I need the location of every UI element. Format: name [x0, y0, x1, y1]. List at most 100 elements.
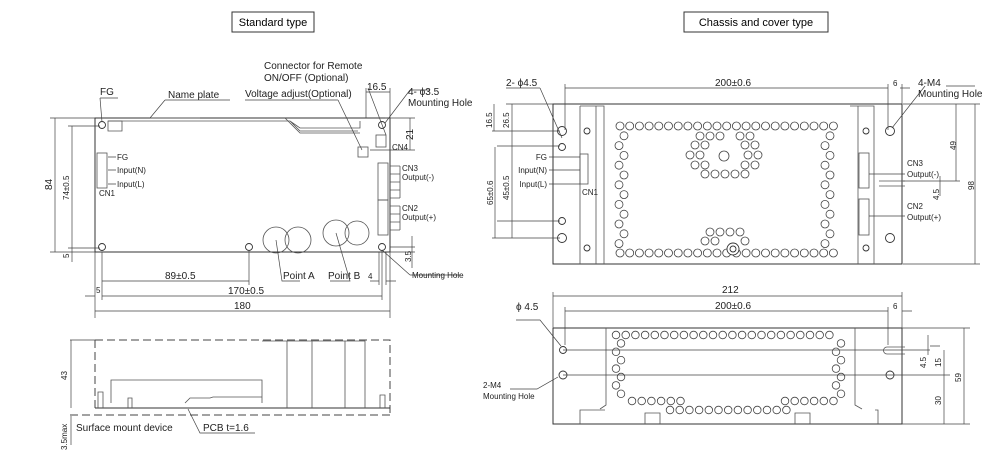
vent-hole — [705, 131, 715, 141]
vent-hole — [761, 121, 770, 131]
capacitor-point-b — [322, 219, 350, 247]
dim-74: 74±0.5 — [62, 175, 71, 200]
vent-hole — [644, 248, 654, 258]
vent-hole — [820, 239, 830, 249]
vent-hole — [831, 364, 841, 373]
vent-hole — [637, 396, 646, 406]
vent-hole — [625, 121, 635, 131]
standard-side-view: 43 3.5max Surface mount device PCB t=1.6 — [60, 339, 391, 450]
vent-hole — [796, 330, 805, 340]
vent-hole — [683, 121, 693, 131]
label-cn3-output: Output(-) — [402, 173, 434, 182]
vent-hole — [695, 150, 705, 160]
vent-hole — [767, 330, 776, 340]
vent-hole — [702, 248, 712, 258]
vent-hole — [776, 330, 786, 340]
vent-hole — [635, 121, 644, 131]
vent-hole — [790, 121, 799, 131]
dim-180: 180 — [234, 301, 251, 312]
vent-hole — [733, 405, 743, 415]
vent-hole — [679, 330, 689, 340]
title-chassis-type: Chassis and cover type — [683, 11, 829, 33]
vent-hole — [815, 330, 824, 340]
vent-hole — [836, 339, 846, 348]
side-dim-59: 59 — [954, 373, 963, 382]
vent-hole — [725, 227, 735, 237]
dim-43: 43 — [60, 371, 69, 380]
vent-hole — [700, 140, 710, 150]
vent-hole — [712, 248, 722, 258]
vent-hole — [616, 372, 626, 382]
vent-hole — [825, 330, 834, 340]
chassis-label-fg: FG — [536, 153, 547, 162]
vent-hole — [747, 330, 756, 340]
vent-hole — [673, 248, 683, 258]
dim-170: 170±0.5 — [228, 286, 265, 297]
vent-hole — [695, 131, 705, 141]
vent-hole — [831, 381, 841, 390]
vent-hole — [647, 396, 656, 406]
vent-hole — [836, 356, 846, 365]
chassis-dim-45: 45±0.5 — [502, 175, 511, 200]
vent-hole — [730, 169, 740, 179]
vent-hole — [654, 248, 664, 258]
dim-84: 84 — [44, 178, 55, 190]
vent-hole — [689, 330, 698, 340]
vent-hole — [809, 248, 819, 258]
vent-hole — [710, 169, 720, 179]
vent-hole — [790, 248, 799, 258]
chassis-label-cn2-output: Output(+) — [907, 213, 941, 222]
vent-hole — [710, 236, 720, 246]
vent-hole — [616, 356, 626, 365]
vent-hole — [715, 131, 725, 141]
label-cn2-output: Output(+) — [402, 213, 436, 222]
dim-89: 89±0.5 — [165, 271, 196, 282]
title-standard-type: Standard type — [231, 11, 315, 33]
vent-hole — [693, 121, 702, 131]
vent-hole — [751, 248, 761, 258]
cn1-connector — [96, 152, 108, 189]
label-remote-2: ON/OFF (Optional) — [264, 73, 348, 84]
dim-5-horizontal: 5 — [96, 286, 101, 295]
chassis-label-cn3: CN3 — [907, 159, 924, 168]
vent-hole — [615, 248, 625, 258]
chassis-dim-16-5: 16.5 — [485, 112, 494, 128]
vent-hole — [825, 150, 835, 160]
vent-hole — [627, 396, 637, 406]
vent-hole — [780, 396, 790, 406]
vent-hole — [615, 121, 625, 131]
vent-hole — [656, 396, 666, 406]
vent-hole — [708, 330, 718, 340]
label-fg: FG — [100, 87, 114, 98]
label-point-a: Point A — [283, 271, 315, 282]
dim-3-5: 3.5 — [404, 250, 413, 262]
label-cn1: CN1 — [99, 189, 116, 198]
vent-hole — [611, 330, 621, 340]
chassis-dim-26-5: 26.5 — [502, 112, 511, 128]
vent-hole — [619, 229, 629, 239]
vent-hole — [753, 150, 763, 160]
vent-hole — [819, 396, 828, 406]
side-dim-4-5: 4.5 — [919, 356, 928, 368]
vent-hole — [820, 219, 830, 229]
vent-hole — [751, 121, 761, 131]
vent-hole — [635, 248, 644, 258]
label-2-holes: 2- ϕ4.5 — [506, 78, 538, 89]
vent-hole — [722, 121, 732, 131]
vent-hole — [611, 381, 621, 390]
vent-hole — [625, 248, 635, 258]
vent-hole — [665, 405, 675, 415]
cn3-connector — [377, 162, 389, 201]
vent-hole — [740, 236, 750, 246]
vent-hole — [819, 248, 829, 258]
vent-hole — [704, 405, 713, 415]
chassis-dim-49: 49 — [949, 141, 958, 150]
title-chassis-text: Chassis and cover type — [699, 17, 813, 29]
vent-hole — [836, 389, 846, 398]
vent-hole — [737, 330, 747, 340]
vent-hole — [780, 248, 790, 258]
chassis-cn2 — [858, 198, 870, 236]
capacitor-point-a — [262, 226, 290, 254]
dim-16-5: 16.5 — [367, 82, 387, 93]
vent-hole — [616, 389, 626, 398]
